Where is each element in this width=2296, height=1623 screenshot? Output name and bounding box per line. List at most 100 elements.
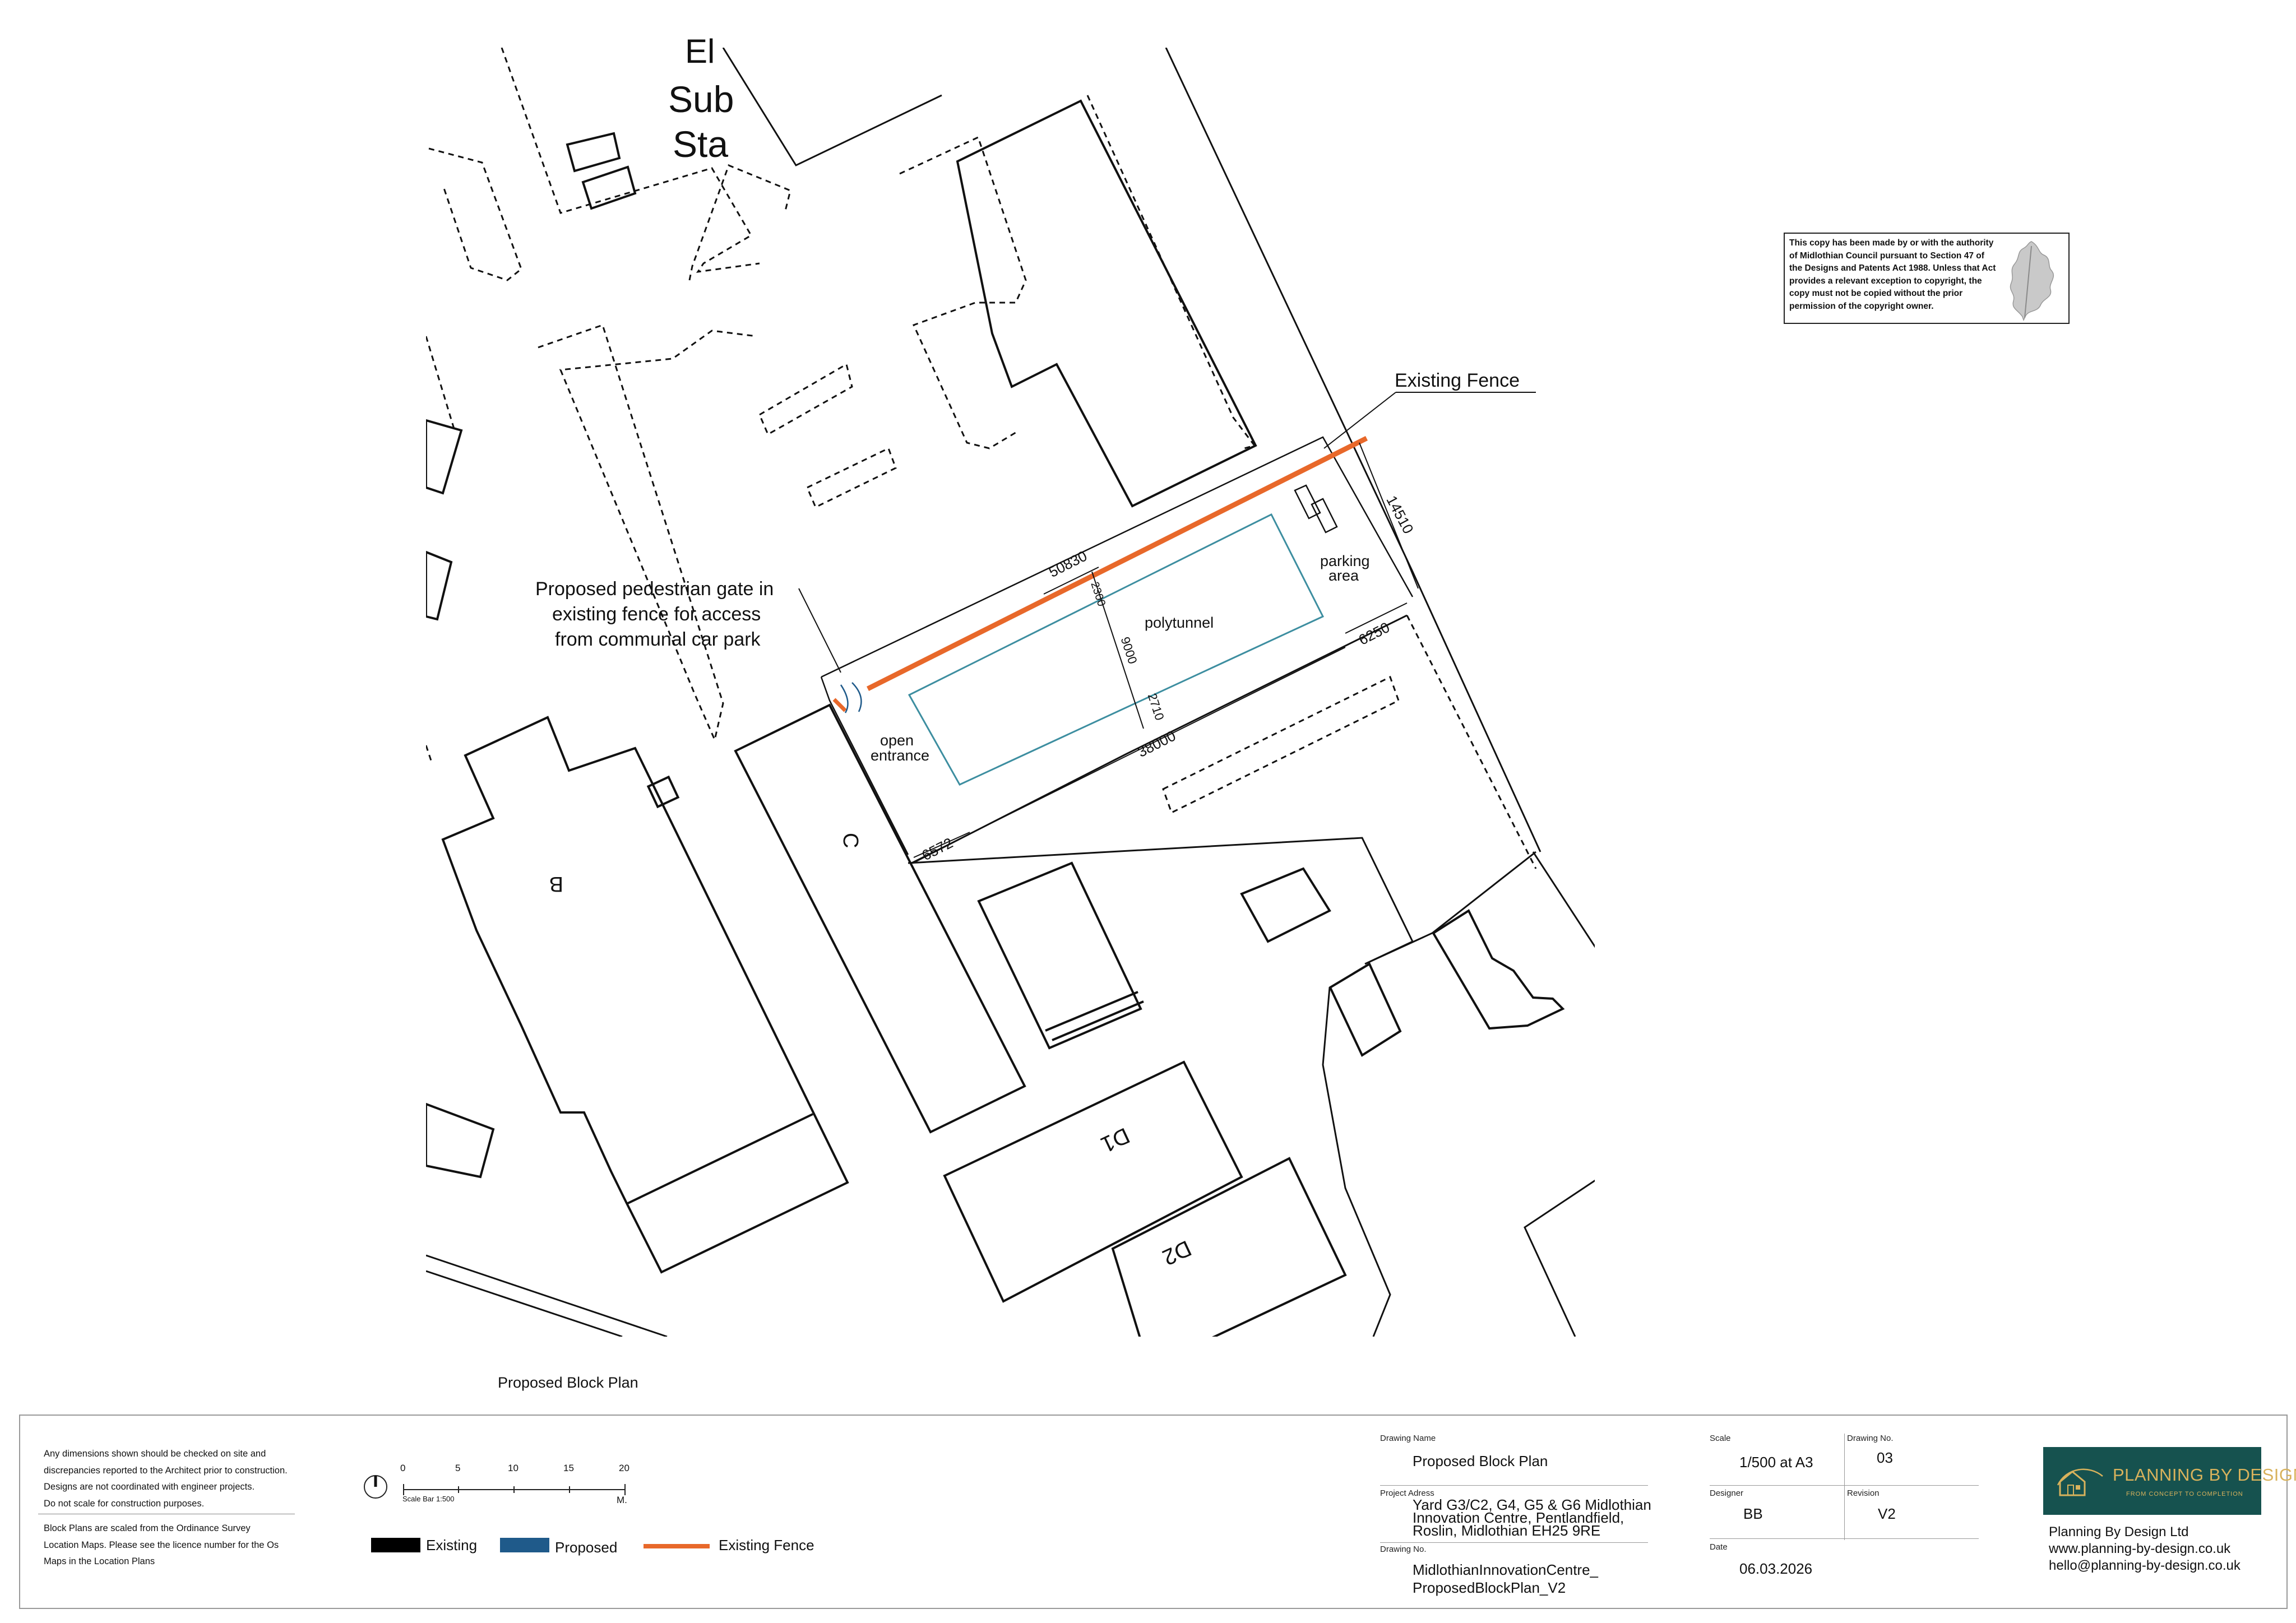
plan-caption: Proposed Block Plan (498, 1374, 638, 1391)
building-mid-divider (1045, 991, 1138, 1032)
label-building-c: C (839, 833, 862, 848)
dim-line-6572 (913, 832, 970, 858)
copyright-notice-box: This copy has been made by or with the a… (1784, 233, 2070, 324)
boundary-east (1524, 851, 1595, 1337)
label-parking-2: area (1328, 567, 1359, 584)
legend-proposed-swatch (500, 1538, 549, 1552)
dashed-feature-2 (501, 48, 760, 273)
legend-existing-swatch (371, 1538, 420, 1552)
dashed-bay-3 (1162, 675, 1400, 814)
scale-label: Scale (1710, 1434, 1731, 1443)
boundary-south (908, 837, 1536, 965)
date-value: 06.03.2026 (1739, 1560, 1813, 1577)
sheet-no-label: Drawing No. (1847, 1434, 1894, 1443)
logo-tagline: FROM CONCEPT TO COMPLETION (2126, 1491, 2243, 1497)
building-b-annex-line (626, 1113, 813, 1205)
label-open-2: entrance (871, 747, 929, 764)
company-name: Planning By Design Ltd (2049, 1524, 2189, 1539)
dashed-bay-1 (758, 363, 853, 436)
project-address-line: Roslin, Midlothian EH25 9RE (1413, 1522, 1601, 1539)
field-column-divider (1844, 1434, 1845, 1540)
dim-6250: 6250 (1356, 619, 1392, 648)
yard-west (820, 676, 909, 855)
logo-title: PLANNING BY DESIGN (2113, 1465, 2296, 1485)
project-address-line: Innovation Centre, Pentlandfield, (1413, 1509, 1624, 1526)
road-top (722, 48, 942, 166)
dim-line-38000 (910, 647, 1346, 864)
building-left-edge-3 (426, 1102, 495, 1179)
dashed-bay-2 (806, 447, 897, 509)
project-address-label: Project Adress (1380, 1488, 1434, 1498)
building-d1-outline (943, 1060, 1243, 1303)
note-line: Do not scale for construction purposes. (44, 1498, 205, 1509)
label-gate-line3: from communal car park (555, 629, 761, 650)
dashed-left-feature (426, 745, 433, 763)
note-line: Maps in the Location Plans (44, 1556, 155, 1566)
dim-2710: 2710 (1145, 692, 1167, 722)
drawing-no-line: ProposedBlockPlan_V2 (1413, 1579, 1566, 1596)
road-south-1 (426, 1254, 668, 1337)
drawing-name-label: Drawing Name (1380, 1434, 1436, 1443)
building-b-small-box (646, 775, 680, 809)
company-logo: PLANNING BY DESIGN FROM CONCEPT TO COMPL… (2043, 1447, 2296, 1515)
dashed-yard-east (1406, 615, 1537, 869)
dim-50830: 50830 (1046, 548, 1090, 581)
oak-leaf-icon (2010, 241, 2054, 321)
label-open-1: open (880, 732, 914, 749)
dim-6572: 6572 (919, 834, 956, 864)
title-block-frame (19, 1415, 2288, 1609)
scale-tick: 0 (400, 1463, 406, 1473)
drawing-name-value: Proposed Block Plan (1413, 1453, 1548, 1469)
date-label: Date (1710, 1542, 1728, 1552)
scale-tick: 15 (563, 1463, 574, 1473)
leader-gate (798, 588, 841, 673)
site-notes: Any dimensions shown should be checked o… (44, 1446, 302, 1512)
scale-bar-caption: Scale Bar 1:500 (402, 1495, 455, 1503)
legend-fence-swatch (644, 1544, 710, 1548)
dim-38000: 38000 (1135, 727, 1178, 761)
legend-proposed-label: Proposed (555, 1539, 618, 1556)
scale-bar (364, 1475, 626, 1499)
label-gate-line1: Proposed pedestrian gate in (535, 578, 774, 600)
designer-label: Designer (1710, 1488, 1744, 1498)
existing-fence-line (866, 435, 1368, 692)
legend-fence-label: Existing Fence (719, 1537, 814, 1554)
dashed-car-park (538, 324, 757, 743)
house-logo-icon (2057, 1468, 2103, 1496)
label-building-d2: D2 (1159, 1235, 1195, 1269)
building-small-a (1240, 867, 1331, 943)
revision-label: Revision (1847, 1488, 1880, 1498)
note-line: Location Maps. Please see the licence nu… (44, 1539, 279, 1550)
yard-boundary (821, 436, 1414, 678)
dashed-block-north (899, 136, 1027, 449)
field-divider (1380, 1542, 1648, 1543)
field-divider (1380, 1485, 1648, 1486)
scale-tick: 10 (508, 1463, 519, 1473)
dim-line-50830 (1043, 567, 1099, 595)
dim-line-6250 (1345, 602, 1408, 634)
dashed-car-park-outer (688, 164, 791, 281)
scale-tick: 20 (619, 1463, 629, 1473)
building-outline-mid (977, 861, 1142, 1050)
road-east-edge (1165, 48, 1542, 852)
road-south-2 (426, 1270, 623, 1337)
label-building-b: B (549, 872, 563, 896)
substation-box-1 (566, 132, 621, 173)
sheet-no-value: 03 (1877, 1449, 1893, 1466)
copyright-notice-text: This copy has been made by or with the a… (1789, 238, 1996, 311)
leader-existing-fence (1323, 392, 1396, 449)
company-website[interactable]: www.planning-by-design.co.uk (2049, 1541, 2231, 1556)
label-substation-1: El (685, 33, 715, 70)
legend-existing-label: Existing (426, 1537, 478, 1554)
designer-value: BB (1743, 1505, 1763, 1522)
building-left-edge-2 (426, 550, 453, 621)
label-existing-fence: Existing Fence (1395, 370, 1520, 391)
dashed-block-right (1086, 95, 1256, 449)
parking-box-2 (1311, 498, 1338, 534)
company-email[interactable]: hello@planning-by-design.co.uk (2049, 1558, 2241, 1573)
building-small-c (1432, 909, 1565, 1030)
building-d2-outline (1111, 1157, 1347, 1337)
substation-box-2 (581, 165, 637, 210)
note-line: discrepancies reported to the Architect … (44, 1465, 288, 1476)
